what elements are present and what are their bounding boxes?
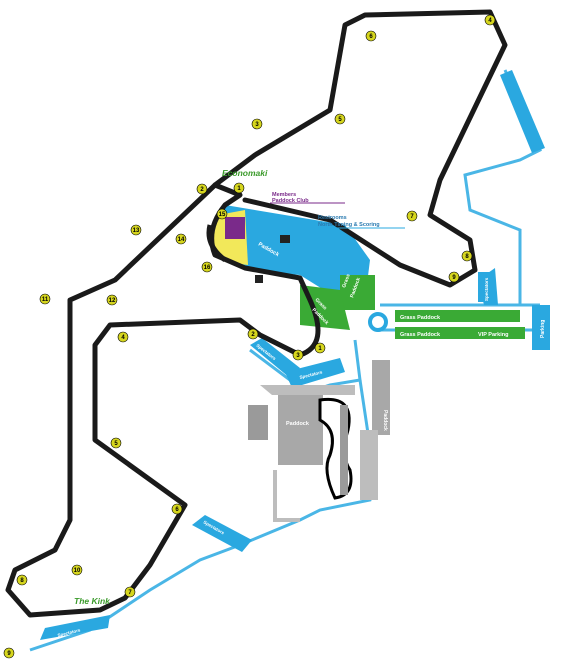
svg-text:12: 12 [109, 298, 116, 304]
turn-markers: 6 5 3 2 1 7 8 9 13 14 11 12 16 15 2 3 1 … [3, 14, 496, 659]
svg-text:2: 2 [200, 187, 204, 193]
south-paddock-area [248, 360, 390, 522]
grass-paddock-road-2 [395, 327, 525, 339]
parking-box [532, 305, 550, 350]
svg-text:3: 3 [255, 122, 259, 128]
the-kink-label: The Kink [74, 596, 111, 606]
svg-text:8: 8 [465, 254, 469, 260]
svg-text:7: 7 [128, 590, 132, 596]
grass-paddock-road-label: Grass Paddock [400, 315, 441, 321]
svg-text:13: 13 [133, 228, 140, 234]
svg-text:9: 9 [452, 275, 456, 281]
svg-text:8: 8 [20, 578, 24, 584]
spectator-area-mid2 [285, 358, 345, 388]
spectator-upper-right-label: Spectators [482, 110, 497, 136]
restrooms-label-line1: Restrooms [318, 215, 347, 221]
members-paddock-club-building [225, 217, 245, 239]
parking-label: Parking [540, 320, 546, 338]
members-label-line1: Members [272, 192, 296, 198]
inner-track-loop [206, 224, 227, 262]
spectator-area-upper-right [500, 70, 545, 153]
svg-text:5: 5 [338, 117, 342, 123]
grass-paddock-upper-line1: Grass [341, 273, 352, 289]
grass-paddock-upper [340, 275, 375, 310]
spectator-box [478, 272, 494, 302]
svg-text:3: 3 [296, 353, 300, 359]
restrooms-label-line2: North Timing & Scoring [318, 222, 380, 228]
svg-text:5: 5 [114, 441, 118, 447]
grass-paddocks [300, 272, 550, 350]
spectator-area-mid [250, 338, 300, 378]
spectator-area-lower [192, 515, 252, 552]
svg-text:1: 1 [237, 186, 241, 192]
svg-text:4: 4 [121, 335, 125, 341]
svg-text:6: 6 [369, 34, 373, 40]
roundabout [368, 312, 388, 332]
svg-text:2: 2 [251, 332, 255, 338]
svg-text:9: 9 [7, 651, 11, 657]
spectator-right-label: Spectators [484, 277, 489, 301]
grass-paddock-lower [300, 285, 350, 330]
svg-text:11: 11 [42, 297, 49, 303]
paddock-south-label: Paddock [286, 421, 310, 427]
grass-paddock-road-2-label: Grass Paddock [400, 332, 441, 338]
gate-label: Gate [362, 366, 373, 371]
spectator-areas [40, 70, 545, 640]
svg-text:14: 14 [178, 237, 185, 243]
svg-text:6: 6 [175, 507, 179, 513]
main-paddock [212, 205, 370, 300]
svg-text:7: 7 [410, 214, 414, 220]
spectator-mid2-label: Spectators [299, 369, 323, 380]
svg-text:1: 1 [318, 346, 322, 352]
grass-paddock-road [395, 310, 520, 322]
economaki-label: Economaki [222, 168, 268, 178]
spectator-bottom-label: Spectators [57, 627, 81, 638]
svg-text:15: 15 [219, 212, 226, 218]
svg-text:4: 4 [488, 18, 492, 24]
svg-text:10: 10 [74, 568, 81, 574]
members-label-line2: Paddock Club [272, 198, 309, 204]
svg-text:16: 16 [204, 265, 211, 271]
spectator-area-bottom [40, 615, 110, 640]
paddock-east-label: Paddock [382, 410, 388, 431]
vip-parking-label: VIP Parking [478, 332, 508, 338]
